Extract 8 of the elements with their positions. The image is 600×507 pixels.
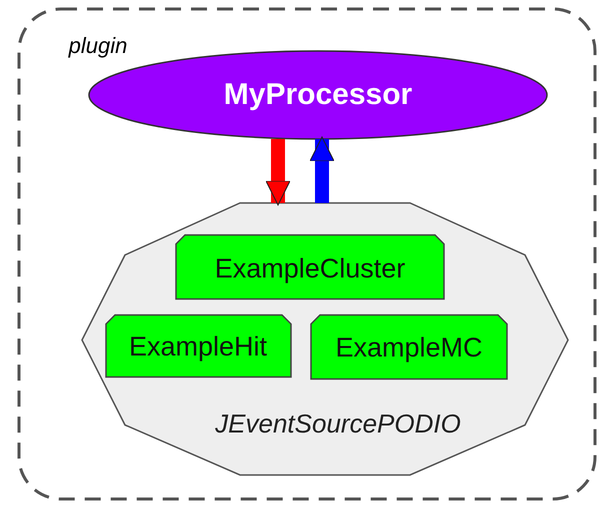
node-label: plugin <box>68 33 128 59</box>
node-label: MyProcessor <box>224 78 412 112</box>
node-label: ExampleMC <box>335 332 483 364</box>
arrow <box>266 139 290 206</box>
node-label: ExampleHit <box>128 332 268 362</box>
node-label: JEventSourcePODIO <box>215 408 461 440</box>
arrow <box>310 136 334 203</box>
node-label: ExampleCluster <box>214 254 406 284</box>
